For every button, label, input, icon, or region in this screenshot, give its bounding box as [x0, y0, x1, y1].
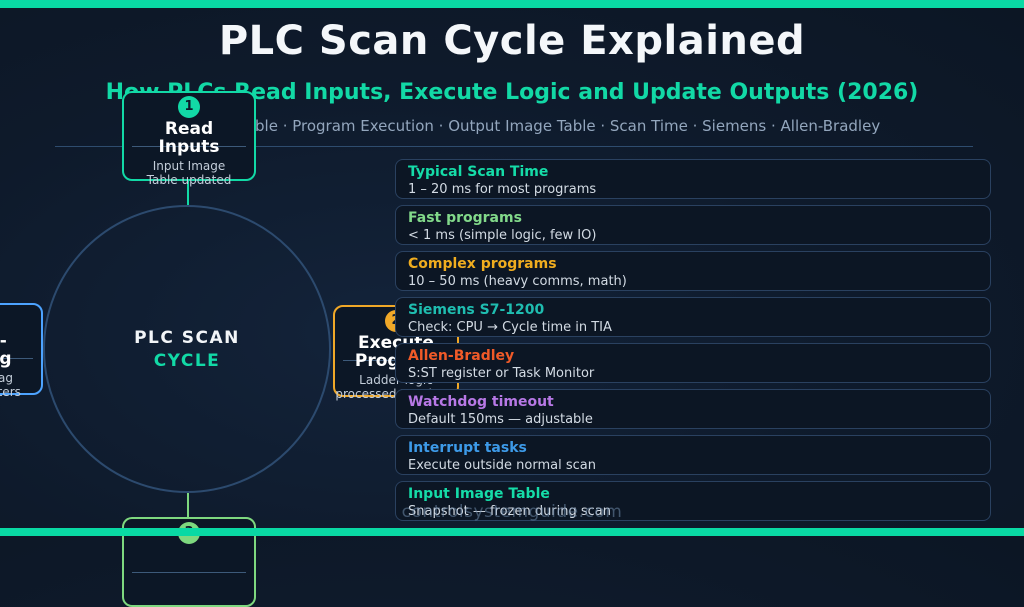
connector-top: [187, 181, 189, 205]
card-body: 10 – 50 ms (heavy comms, math): [408, 273, 627, 289]
node-title: House- keeping: [0, 331, 12, 369]
card-title: Typical Scan Time: [408, 164, 549, 180]
card-title: Fast programs: [408, 210, 522, 226]
step-1-badge: 1: [178, 96, 200, 118]
card-body: Snapshot — frozen during scan: [408, 503, 612, 519]
card-complex-programs: Complex programs 10 – 50 ms (heavy comms…: [395, 251, 991, 291]
card-body: Default 150ms — adjustable: [408, 411, 593, 427]
node-divider: [132, 146, 246, 147]
bottom-accent-bar: [0, 528, 1024, 536]
card-title: Watchdog timeout: [408, 394, 554, 410]
node-divider: [0, 358, 33, 359]
card-body: Execute outside normal scan: [408, 457, 596, 473]
card-watchdog-timeout: Watchdog timeout Default 150ms — adjusta…: [395, 389, 991, 429]
card-fast-programs: Fast programs < 1 ms (simple logic, few …: [395, 205, 991, 245]
card-interrupt-tasks: Interrupt tasks Execute outside normal s…: [395, 435, 991, 475]
node-subtitle: Input Image Table updated: [146, 158, 232, 187]
node-read-inputs: 1 Read Inputs Input Image Table updated: [122, 91, 256, 187]
node-title: Read Inputs: [158, 119, 220, 157]
scan-cycle-circle: PLC SCAN CYCLE: [43, 205, 331, 493]
circle-label-line1: PLC SCAN: [134, 327, 240, 348]
card-allen-bradley: Allen-Bradley S:ST register or Task Moni…: [395, 343, 991, 383]
card-body: Check: CPU → Cycle time in TIA: [408, 319, 612, 335]
card-siemens-s7-1200: Siemens S7-1200 Check: CPU → Cycle time …: [395, 297, 991, 337]
header-divider: [55, 146, 973, 147]
card-body: S:ST register or Task Monitor: [408, 365, 595, 381]
page-title: PLC Scan Cycle Explained: [218, 18, 806, 64]
card-title: Input Image Table: [408, 486, 550, 502]
circle-label-line2: CYCLE: [153, 350, 221, 371]
node-subtitle: Comms, diag timers/counters: [0, 370, 21, 399]
watermark: controlsystemguide.com: [401, 502, 623, 522]
card-body: 1 – 20 ms for most programs: [408, 181, 597, 197]
connector-bottom: [187, 493, 189, 517]
card-title: Interrupt tasks: [408, 440, 527, 456]
card-body: < 1 ms (simple logic, few IO): [408, 227, 597, 243]
card-input-image-table: Input Image Table Snapshot — frozen duri…: [395, 481, 991, 521]
keyword-strip: Input Image Table · Program Execution · …: [143, 117, 881, 135]
top-accent-bar: [0, 0, 1024, 8]
node-divider: [132, 572, 246, 573]
info-card-list: Typical Scan Time 1 – 20 ms for most pro…: [395, 159, 991, 521]
card-title: Complex programs: [408, 256, 557, 272]
card-title: Siemens S7-1200: [408, 302, 545, 318]
card-title: Allen-Bradley: [408, 348, 515, 364]
card-typical-scan-time: Typical Scan Time 1 – 20 ms for most pro…: [395, 159, 991, 199]
node-housekeeping: 4 House- keeping Comms, diag timers/coun…: [0, 303, 43, 399]
